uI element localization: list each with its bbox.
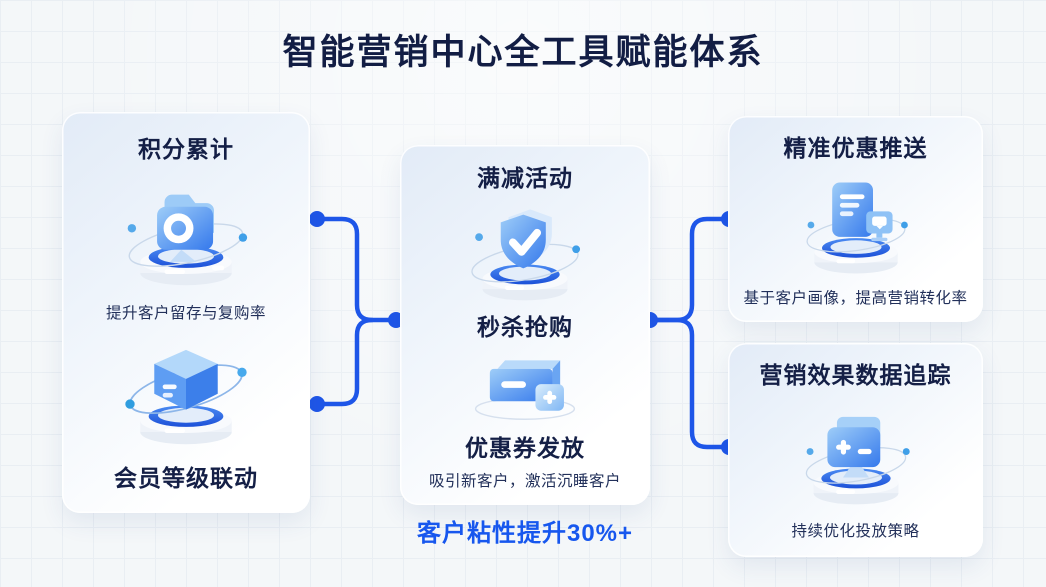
connector-node xyxy=(309,211,325,227)
tracking-caption: 持续优化投放策略 xyxy=(791,523,920,540)
tracking-heading: 营销效果数据追踪 xyxy=(759,362,952,388)
icon-pedestal xyxy=(482,264,568,300)
promotion-heading-middle: 秒杀抢购 xyxy=(477,314,573,341)
document-push-icon xyxy=(781,174,931,276)
document-push-glyph xyxy=(831,182,893,241)
shield-check-glyph xyxy=(500,208,552,268)
loyalty-heading-top: 积分累计 xyxy=(138,136,234,162)
connector-right-top xyxy=(647,216,732,323)
promotion-heading-bottom: 优惠券发放 xyxy=(465,435,585,462)
card-promotion: 满减活动 秒杀抢购 xyxy=(400,145,650,505)
cube-orbit-icon xyxy=(110,335,262,447)
calculator-folder-icon xyxy=(781,403,931,507)
metric-banner: 客户粘性提升30%+ xyxy=(416,520,634,547)
loyalty-caption: 提升客户留存与复购率 xyxy=(105,304,266,322)
folder-ring-icon xyxy=(110,176,262,288)
push-caption: 基于客户画像，提高营销转化率 xyxy=(743,290,968,307)
coupon-plus-glyph xyxy=(489,360,564,411)
cube-glyph xyxy=(154,349,218,410)
card-loyalty: 积分累计 xyxy=(62,112,310,513)
connector-node xyxy=(309,396,325,412)
icon-pedestal xyxy=(813,237,898,273)
icon-pedestal xyxy=(140,405,232,444)
calculator-folder-glyph xyxy=(826,416,880,478)
promotion-caption: 吸引新客户，激活沉睡客户 xyxy=(428,472,621,490)
card-push: 精准优惠推送 xyxy=(728,116,983,322)
folder-ring-glyph xyxy=(157,194,214,263)
shield-check-icon xyxy=(450,199,600,303)
coupon-plus-icon xyxy=(450,348,600,424)
card-tracking: 营销效果数据追踪 xyxy=(728,343,983,557)
connector-left-top xyxy=(314,216,399,323)
connector-right-bottom xyxy=(647,317,732,450)
page-title: 智能营销中心全工具赋能体系 xyxy=(282,33,764,72)
promotion-heading-top: 满减活动 xyxy=(477,165,573,191)
connector-left-bottom xyxy=(314,317,375,407)
push-heading: 精准优惠推送 xyxy=(783,135,928,161)
loyalty-heading-bottom: 会员等级联动 xyxy=(114,465,258,491)
